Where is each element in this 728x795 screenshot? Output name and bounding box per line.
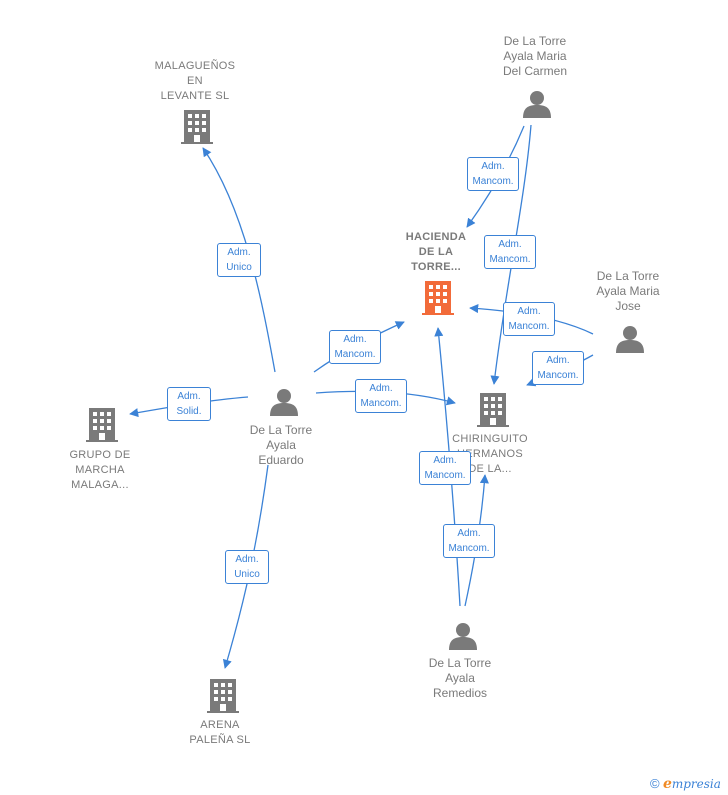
edge-label-eduardo-grupo: Adm. Solid. <box>167 387 211 421</box>
edge-label-carmen-hacienda: Adm. Mancom. <box>467 157 519 191</box>
node-label-grupo[interactable]: GRUPO DE MARCHA MALAGA... <box>69 449 131 491</box>
edge-label-carmen-chiringuito: Adm. Mancom. <box>484 235 536 269</box>
person-icon-maria-carmen <box>523 91 551 118</box>
node-label-malaguenos[interactable]: MALAGUEÑOS EN LEVANTE SL <box>154 60 236 102</box>
edge-label-eduardo-arena: Adm. Unico <box>225 550 269 584</box>
person-icon-eduardo <box>270 389 298 416</box>
copyright-icon: © <box>650 776 660 791</box>
node-label-chiringuito[interactable]: CHIRINGUITO HERMANOS DE LA... <box>452 433 528 475</box>
edge-label-eduardo-chiringuito: Adm. Mancom. <box>355 379 407 413</box>
person-icon-remedios <box>449 623 477 650</box>
building-icon-arena <box>207 679 239 713</box>
building-icon-malaguenos <box>181 110 213 144</box>
node-label-remedios[interactable]: De La Torre Ayala Remedios <box>428 656 492 700</box>
building-icon-chiringuito <box>477 393 509 427</box>
brand-logo-initial: e <box>662 776 672 792</box>
edge-label-jose-hacienda: Adm. Mancom. <box>503 302 555 336</box>
node-label-maria-carmen[interactable]: De La Torre Ayala Maria Del Carmen <box>502 34 568 78</box>
building-icon-hacienda <box>422 281 454 315</box>
node-label-maria-jose[interactable]: De La Torre Ayala Maria Jose <box>596 269 660 313</box>
node-label-arena[interactable]: ARENA PALEÑA SL <box>189 719 251 746</box>
edge-label-eduardo-hacienda: Adm. Mancom. <box>329 330 381 364</box>
edge-label-jose-chiringuito: Adm. Mancom. <box>532 351 584 385</box>
brand-logo-text: mpresia <box>671 777 721 791</box>
node-label-eduardo[interactable]: De La Torre Ayala Eduardo <box>249 423 313 467</box>
edge-label-remedios-chiringuito: Adm. Mancom. <box>443 524 495 558</box>
edge-label-eduardo-malaguenos: Adm. Unico <box>217 243 261 277</box>
node-label-hacienda[interactable]: HACIENDA DE LA TORRE... <box>405 231 467 273</box>
footer-brand: © empresia <box>650 776 721 792</box>
person-icon-maria-jose <box>616 326 644 353</box>
building-icon-grupo <box>86 408 118 442</box>
edge-label-remedios-hacienda: Adm. Mancom. <box>419 451 471 485</box>
